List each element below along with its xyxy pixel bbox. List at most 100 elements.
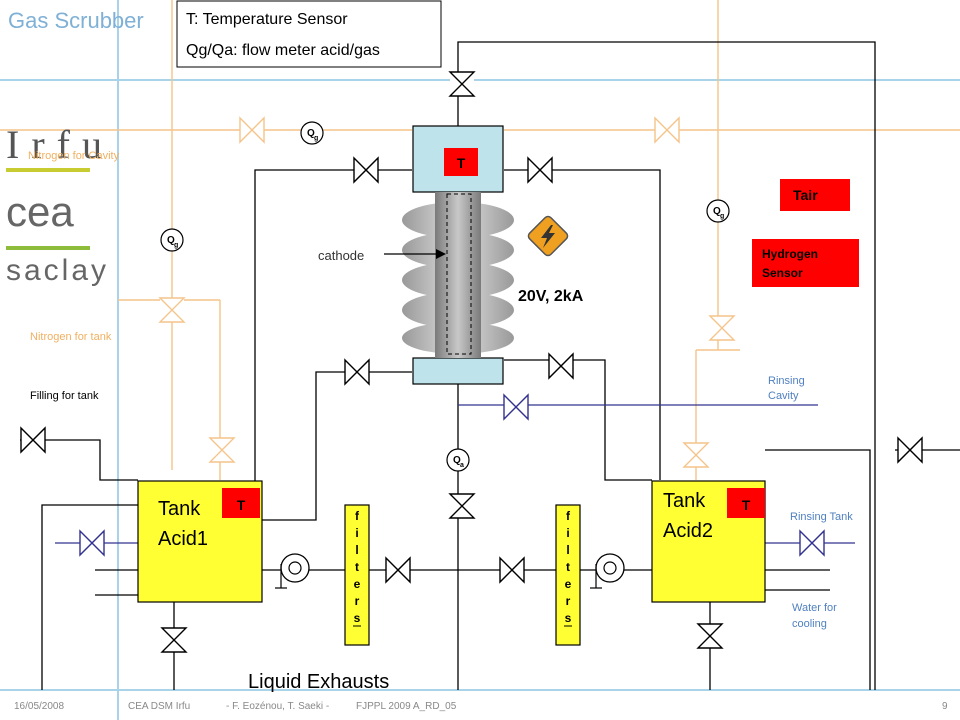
tank-acid1-label-2: Acid1 [158, 528, 208, 550]
label-nitrogen-cavity: Nitrogen for Cavity [28, 150, 120, 162]
hydrogen-sensor-label-1: Hydrogen [762, 247, 818, 261]
label-nitrogen-tank: Nitrogen for tank [30, 331, 112, 343]
valve-icon-11 [897, 436, 923, 464]
footer-org: CEA DSM Irfu [128, 701, 190, 712]
tair-sensor-label: Tair [793, 187, 818, 203]
tank-acid2-label-1: Tank [663, 490, 706, 512]
filter-letter: e [354, 577, 361, 591]
filter-letter: f [355, 509, 360, 523]
irfu-cea-saclay-logo: Irfu cea saclay [6, 122, 114, 287]
flow-meter-sub-1: g [174, 242, 178, 249]
filter-letter: s [354, 611, 361, 625]
valve-icon-17 [696, 623, 724, 649]
label-rinsing-cavity-2: Cavity [768, 390, 799, 402]
flow-meter-label-2: Q [713, 206, 721, 217]
valves [20, 71, 923, 653]
t-sensor-cavity-label: T [457, 155, 466, 171]
filter-letter: l [355, 543, 358, 557]
t-sensor-cavity [444, 148, 478, 176]
valve-icon-12 [448, 71, 476, 97]
label-rinsing-cavity-1: Rinsing [768, 375, 805, 387]
valve-icon-9 [548, 352, 574, 380]
valve-icon-8 [344, 358, 370, 386]
footer-ref: FJPPL 2009 A_RD_05 [356, 701, 457, 712]
label-cathode: cathode [318, 248, 364, 263]
t-sensor-tank2-label: T [742, 497, 751, 513]
valve-icon-16 [160, 627, 188, 653]
filter-letter: l [566, 543, 569, 557]
filter-letter: f [566, 509, 571, 523]
flow-meter-sub-3: a [460, 462, 464, 469]
valve-icon-3 [208, 437, 236, 463]
flow-meter-sub-2: g [720, 213, 724, 220]
label-voltage: 20V, 2kA [518, 288, 584, 305]
filter-letter: t [355, 560, 359, 574]
filter-letter: t [566, 560, 570, 574]
flow-meter-sub-0: g [314, 135, 318, 142]
tank-acid1-label-1: Tank [158, 498, 201, 520]
valve-icon-5 [682, 442, 710, 468]
valve-icon-6 [353, 156, 379, 184]
page-title: Gas Scrubber [8, 8, 144, 33]
flow-meter-icon-0 [300, 121, 324, 145]
filter-letter: r [355, 594, 360, 608]
footer-date: 16/05/2008 [14, 701, 64, 712]
valve-icon-7 [527, 156, 553, 184]
valve-icon-19 [79, 529, 105, 557]
tank-acid2-label-2: Acid2 [663, 520, 713, 542]
valve-icon-10 [20, 426, 46, 454]
flow-meter-icon-2 [706, 199, 730, 223]
svg-text:saclay: saclay [6, 254, 109, 287]
electrolysis-cell [384, 125, 569, 385]
svg-text:cea: cea [6, 188, 74, 235]
legend-flowmeter: Qg/Qa: flow meter acid/gas [186, 42, 380, 59]
hydrogen-sensor [752, 239, 859, 287]
flow-meter-label-0: Q [307, 128, 315, 139]
valve-icon-13 [448, 493, 476, 519]
t-sensor-tank2 [727, 488, 765, 518]
flow-meter-label-3: Q [453, 455, 461, 466]
filter-left [344, 504, 370, 646]
flow-meter-icon-1 [160, 228, 184, 252]
legend-temperature: T: Temperature Sensor [186, 11, 348, 28]
filter-letter: e [565, 577, 572, 591]
label-filling-tank: Filling for tank [30, 390, 99, 402]
valve-icon-0 [239, 116, 265, 144]
valve-icon-2 [158, 297, 186, 323]
cavity-bottom-flange [412, 357, 504, 385]
flow-meter-label-1: Q [167, 235, 175, 246]
filter-letter: i [355, 526, 358, 540]
legend-box [176, 0, 442, 68]
valve-icon-1 [654, 116, 680, 144]
pump-left-icon [275, 553, 310, 589]
tair-sensor [780, 179, 850, 211]
footer-page: 9 [942, 701, 948, 712]
cell-body [435, 192, 481, 358]
t-sensor-tank1-label: T [237, 497, 246, 513]
label-water-cooling-2: cooling [792, 618, 827, 630]
label-liquid-exhausts: Liquid Exhausts [248, 671, 389, 693]
svg-text:Irfu: Irfu [6, 122, 114, 167]
flow-meter-icon-3 [446, 448, 470, 472]
filter-letter: i [566, 526, 569, 540]
filter-letter: s [565, 611, 572, 625]
valve-icon-18 [503, 393, 529, 421]
filter-letter: r [566, 594, 571, 608]
t-sensor-tank1 [222, 488, 260, 518]
valve-icon-20 [799, 529, 825, 557]
cathode-outline [446, 193, 472, 355]
label-rinsing-tank: Rinsing Tank [790, 511, 853, 523]
valve-icon-14 [385, 556, 411, 584]
pump-right-icon [590, 553, 625, 589]
high-voltage-warning-icon [527, 215, 569, 257]
filter-right [555, 504, 581, 646]
valve-icon-15 [499, 556, 525, 584]
hydrogen-sensor-label-2: Sensor [762, 266, 803, 280]
valve-icon-4 [708, 315, 736, 341]
label-water-cooling-1: Water for [792, 602, 837, 614]
footer-authors: - F. Eozénou, T. Saeki - [226, 701, 329, 712]
